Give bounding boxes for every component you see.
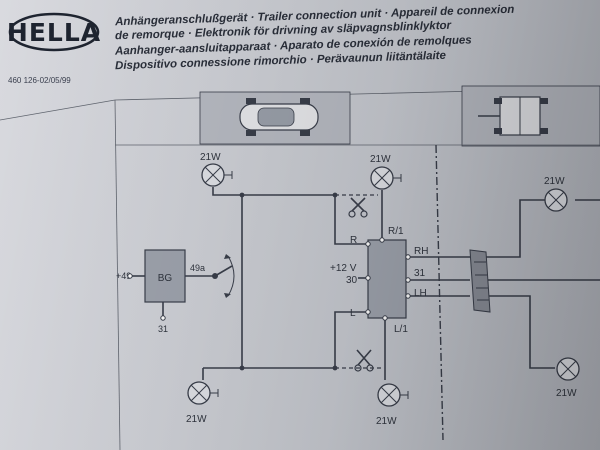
- wiring: [130, 187, 600, 380]
- car-icon: [239, 98, 319, 136]
- unit-l-label: L: [350, 308, 356, 319]
- bg-ground-label: 31: [158, 324, 168, 334]
- diagram-frame: [0, 85, 600, 450]
- document-number: 460 126-02/05/99: [8, 76, 71, 85]
- lamp-top-left: [201, 163, 233, 187]
- bg-output-label: 49a: [190, 263, 205, 273]
- unit-l1-label: L/1: [394, 324, 408, 335]
- brand-text: HELLA: [8, 18, 100, 47]
- trailer-icon: [478, 96, 548, 136]
- unit-30-label: 30: [346, 275, 358, 286]
- scissors-icon: [354, 349, 374, 372]
- bg-flasher-box: [144, 249, 186, 303]
- lamp-top-center: [370, 166, 402, 190]
- lamp-top-center-rating: 21W: [370, 154, 391, 165]
- separator-line: [435, 144, 444, 441]
- unit-lh-label: LH: [414, 288, 427, 299]
- unit-31-label: 31: [414, 268, 426, 279]
- bg-input-label: +49: [116, 271, 131, 281]
- trailer-socket-connector: [469, 249, 491, 313]
- lamp-top-right: [544, 188, 568, 212]
- unit-rh-label: RH: [414, 246, 428, 257]
- trailer-connection-unit: [367, 239, 407, 319]
- unit-r1-label: R/1: [388, 226, 404, 237]
- lamp-bottom-left-rating: 21W: [186, 414, 207, 425]
- indicator-switch: [212, 254, 235, 298]
- lamp-bottom-right: [556, 357, 580, 381]
- hella-logo: HELLA: [8, 12, 100, 52]
- unit-r-label: R: [350, 235, 357, 246]
- unit-12v-label: +12 V: [330, 263, 357, 274]
- lamp-bottom-left: [187, 381, 219, 405]
- bg-label: BG: [158, 273, 173, 284]
- lamp-bottom-center-rating: 21W: [376, 416, 397, 427]
- lamp-top-right-rating: 21W: [544, 176, 565, 187]
- scissors-icon: [348, 197, 368, 218]
- lamp-bottom-center: [377, 383, 409, 407]
- lamp-bottom-right-rating: 21W: [556, 388, 577, 399]
- lamp-top-left-rating: 21W: [200, 152, 221, 163]
